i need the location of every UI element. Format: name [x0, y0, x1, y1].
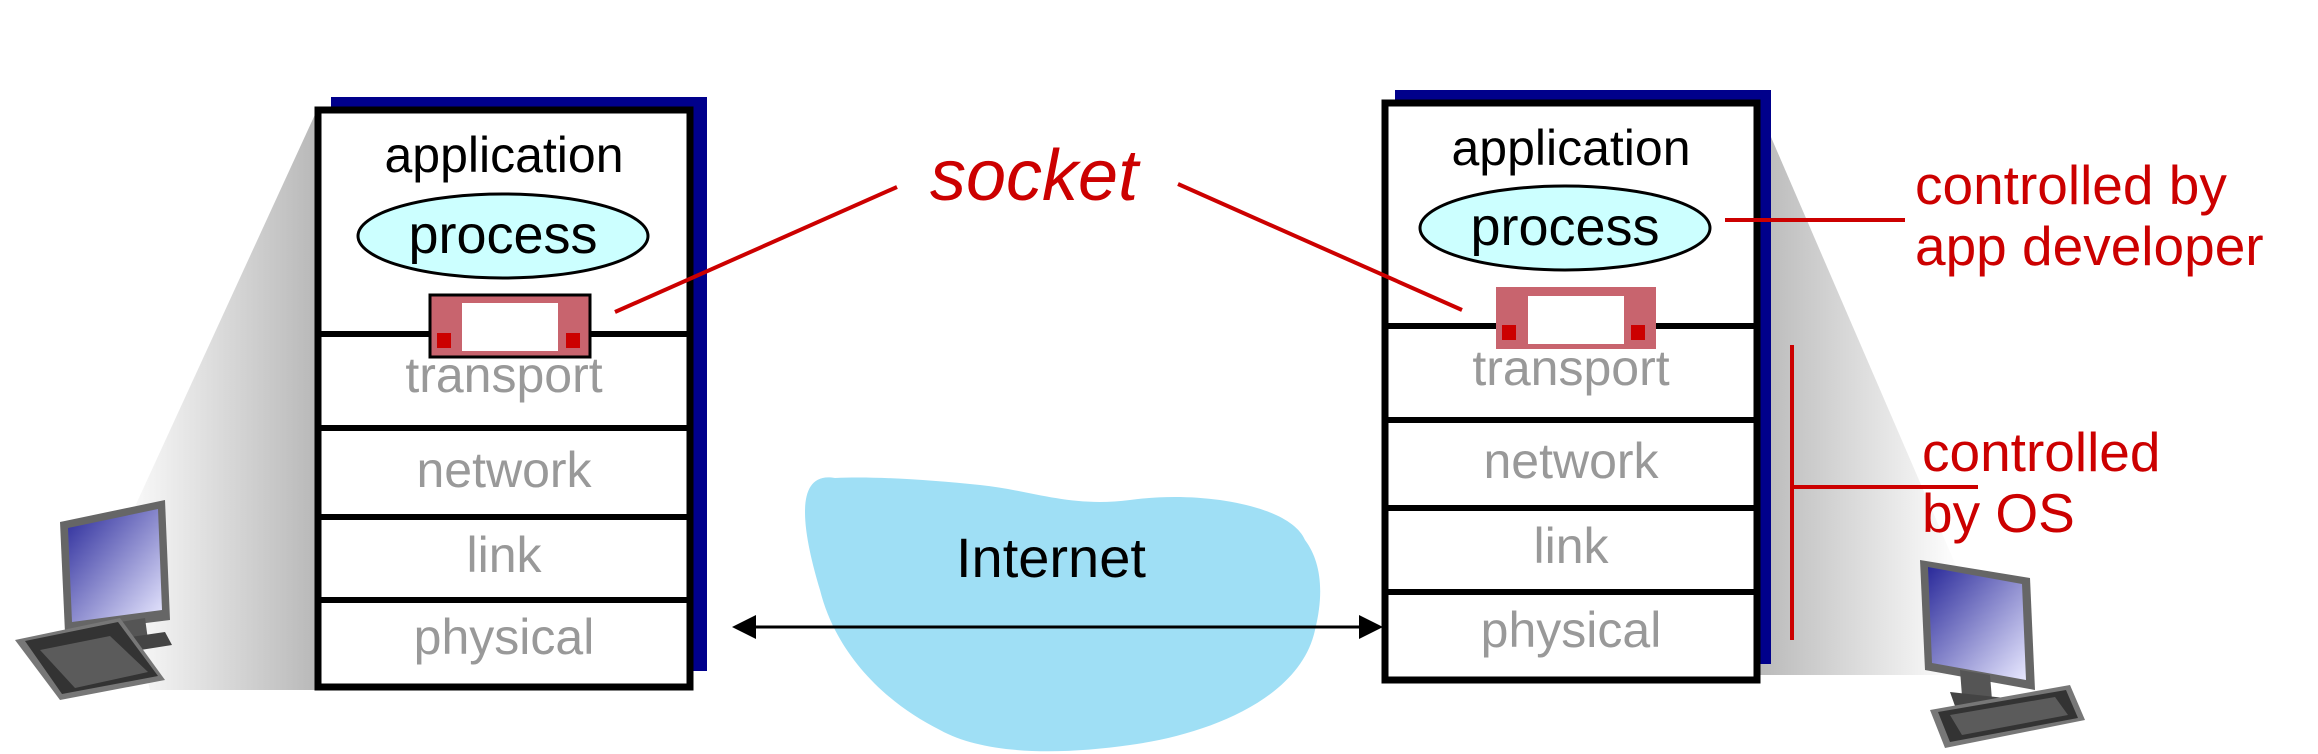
right-computer-icon — [1920, 560, 2085, 748]
os-annotation: controlled by OS — [1922, 422, 2160, 543]
app-developer-line1: controlled by — [1915, 154, 2227, 216]
left-transport-label: transport — [405, 347, 603, 403]
left-process-ellipse — [356, 192, 650, 280]
left-link-label: link — [466, 527, 542, 583]
right-link-label: link — [1533, 518, 1609, 574]
right-physical-label: physical — [1480, 602, 1662, 658]
socket-line-left — [614, 185, 898, 314]
os-line2: by OS — [1922, 481, 2075, 544]
right-network-label: network — [1483, 433, 1659, 489]
left-computer-icon — [15, 500, 172, 700]
left-physical-label: physical — [413, 609, 595, 665]
right-process-label: process — [1470, 197, 1660, 257]
os-line1: controlled — [1922, 421, 2161, 483]
socket-label: socket — [930, 136, 1139, 216]
right-transport-label: transport — [1472, 340, 1670, 396]
internet-label: Internet — [956, 526, 1146, 589]
internet-cloud — [805, 477, 1321, 752]
right-application-label: application — [1451, 120, 1691, 176]
left-network-label: network — [416, 442, 592, 498]
socket-line-right — [1177, 182, 1463, 312]
app-developer-annotation: controlled by app developer — [1915, 155, 2264, 276]
app-developer-line2: app developer — [1915, 214, 2264, 277]
left-application-label: application — [384, 127, 624, 183]
right-beam — [1755, 100, 1960, 675]
left-process-label: process — [408, 205, 598, 265]
right-process-ellipse — [1418, 184, 1712, 272]
